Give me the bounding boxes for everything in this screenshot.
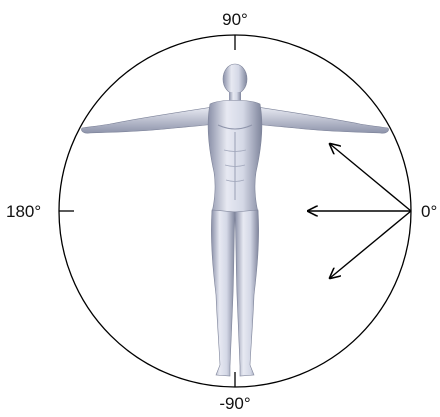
direction-arrows — [308, 144, 411, 278]
label-0: 0° — [421, 202, 437, 221]
arrow-up-left — [330, 144, 411, 211]
right-arm — [256, 107, 389, 133]
arrow-down-left — [330, 211, 411, 278]
label-minus-90: -90° — [219, 394, 250, 413]
human-figure — [81, 64, 388, 376]
right-leg — [235, 210, 259, 376]
left-arm — [81, 107, 214, 133]
label-180: 180° — [6, 202, 41, 221]
left-leg — [211, 210, 235, 376]
label-90: 90° — [222, 10, 248, 29]
head — [223, 64, 247, 94]
